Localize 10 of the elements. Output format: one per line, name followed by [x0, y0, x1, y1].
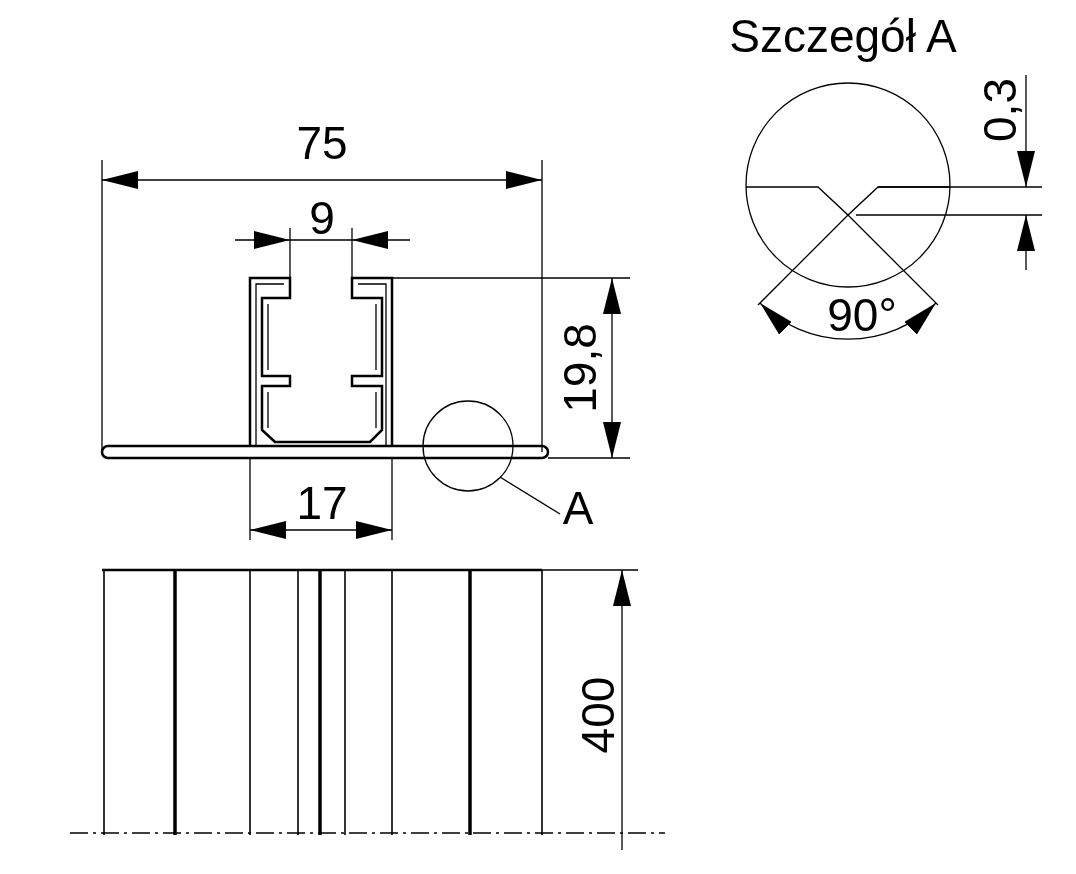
angle-label: 90° — [827, 292, 897, 338]
leader-line — [499, 476, 561, 515]
detail-reference-letter: A — [562, 485, 594, 531]
dimension-label: 75 — [296, 120, 348, 166]
detail-marker-circle — [422, 400, 514, 492]
dimension-label: 0,3 — [977, 78, 1023, 142]
dimension-label: 400 — [575, 676, 621, 754]
dimension-label: 19,8 — [557, 323, 603, 413]
dimension-label: 17 — [296, 480, 348, 526]
dimension-label: 9 — [309, 195, 335, 241]
